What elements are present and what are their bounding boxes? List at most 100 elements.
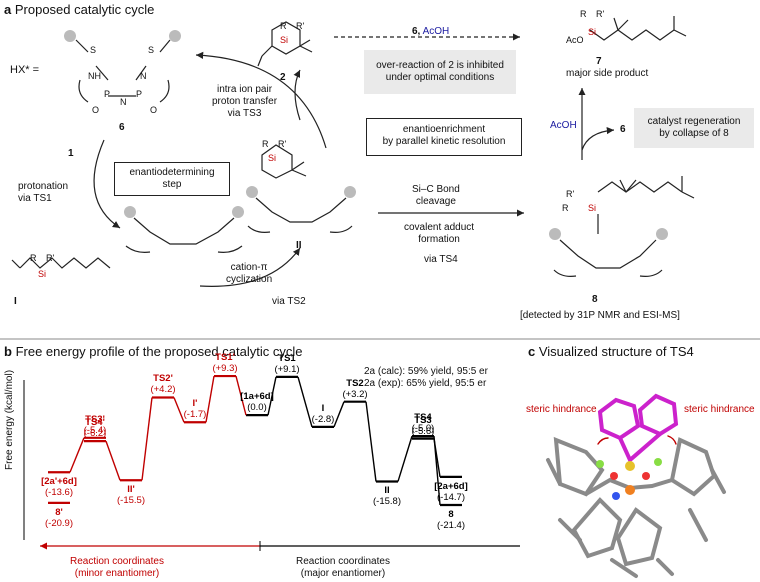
cat6-P-right: P xyxy=(136,89,143,99)
connector-TS2'-I' xyxy=(173,397,185,423)
cat6-P-left: P xyxy=(104,89,111,99)
compound-1-label: 1 xyxy=(68,148,74,159)
cmpd8-Rp: R' xyxy=(566,189,575,199)
connector-II'-TS2' xyxy=(141,397,153,481)
catalyst-6-structure xyxy=(64,30,181,103)
cat6-O-right: O xyxy=(150,105,158,115)
cmpd2-R: R xyxy=(280,21,287,31)
panel-c-label: c xyxy=(528,344,536,359)
minor-level-label-0: [2a'+6d](-13.6) xyxy=(41,476,77,499)
major-axis-line2: (major enantiomer) xyxy=(300,568,386,579)
cat6-N-mid: N xyxy=(120,97,127,107)
overreaction-box: over-reaction of 2 is inhibited under op… xyxy=(364,50,516,94)
catalyst-regen-line1: catalyst regeneration xyxy=(647,116,741,127)
steric-right-label: steric hindrance xyxy=(684,404,755,415)
nitrogen-atom xyxy=(612,492,620,500)
panel-b-label: b xyxy=(4,344,12,359)
ion-pair-I-catalyst xyxy=(124,206,244,253)
compound-8-label: 8 xyxy=(592,294,598,305)
compound-7-structure xyxy=(589,16,687,41)
covalent-adduct-label: covalent adduct formation xyxy=(404,222,474,246)
cmpd7-R: R xyxy=(580,9,587,19)
protonation-line1: protonation xyxy=(18,181,69,192)
hx-label: HX* = xyxy=(10,64,40,76)
cat6-S-right: S xyxy=(148,45,155,55)
minor-level-label-7: TS1'(+9.3) xyxy=(212,352,238,375)
connector-TS4-8 xyxy=(433,436,441,506)
via-ts4-label: via TS4 xyxy=(424,254,458,265)
major-level-label-3: TS2(+3.2) xyxy=(342,377,368,400)
minor-axis-line2: (minor enantiomer) xyxy=(74,568,160,579)
cmpd7-Rp: R' xyxy=(596,9,605,19)
compound-2-structure xyxy=(257,21,313,67)
cat6-N: N xyxy=(140,71,147,81)
catalyst-regen-line2: by collapse of 8 xyxy=(659,128,729,139)
panel-c-title: c Visualized structure of TS4 xyxy=(528,344,694,359)
minor-level-label-2: TS3'(-5.4) xyxy=(83,413,107,436)
compound-2-label: 2 xyxy=(280,72,286,83)
phosphorus-atom xyxy=(625,485,635,495)
overreaction-line1: over-reaction of 2 is inhibited xyxy=(376,60,504,71)
cmpd7-AcO: AcO xyxy=(566,35,584,45)
intermediate-I-label: I xyxy=(14,296,17,307)
compound-8-structure xyxy=(549,176,695,277)
panel-a-label: a xyxy=(4,2,12,17)
intermediate-I-structure xyxy=(11,257,111,269)
minor-level-label-4: II'(-15.5) xyxy=(117,484,145,507)
enantiodetermining-box: enantiodetermining step xyxy=(114,162,230,196)
compound-7-label: 7 xyxy=(596,56,602,67)
intermediate-II-label: II xyxy=(296,240,302,251)
connector-I'-TS1' xyxy=(205,375,215,423)
intra-ion-line1: intra ion pair xyxy=(217,84,273,95)
overreaction-line2: under optimal conditions xyxy=(385,72,495,83)
int-I-Rp: R' xyxy=(46,253,55,263)
compound-6-label: 6 xyxy=(119,122,125,133)
sulfur-atom xyxy=(625,461,635,471)
catalyst-regeneration-box: catalyst regeneration by collapse of 8 xyxy=(634,108,754,148)
cmpd8-Si: Si xyxy=(588,203,597,213)
cat6-O-left: O xyxy=(92,105,100,115)
cycle-arrows xyxy=(93,33,615,287)
int-I-R: R xyxy=(30,253,37,263)
major-level-label-6: TS3(-5.6) xyxy=(411,414,435,437)
protonation-line2: via TS1 xyxy=(18,193,52,204)
panel-b-title: b Free energy profile of the proposed ca… xyxy=(4,344,302,359)
connector-I-TS2 xyxy=(333,401,345,428)
connector-[2a'+6d]-TS3' xyxy=(69,437,85,473)
major-level-label-2: I(-2.8) xyxy=(311,402,335,425)
intra-ion-line2: proton transfer xyxy=(212,96,278,107)
major-axis-line1: Reaction coordinates xyxy=(296,556,390,567)
connector-TS1-I xyxy=(297,376,313,428)
fluorine-atom xyxy=(596,460,604,468)
covalent-adduct-line1: covalent adduct xyxy=(404,222,475,233)
intra-ion-line3: via TS3 xyxy=(227,108,262,119)
enantiodetermining-line2: step xyxy=(162,179,182,190)
acoh-right-label: AcOH xyxy=(550,120,577,131)
sic-cleavage-label: Si–C Bond cleavage xyxy=(412,184,460,208)
intII-R: R xyxy=(262,139,269,149)
oxygen-atom xyxy=(610,472,618,480)
major-level-label-4: II(-15.8) xyxy=(373,485,401,508)
panel-b-title-text: Free energy profile of the proposed cata… xyxy=(15,344,303,359)
major-level-label-5: TS4(-5.0) xyxy=(411,412,435,435)
cation-pi-line2: cyclization xyxy=(226,274,273,285)
calc-line: 2a (calc): 59% yield, 95:5 er xyxy=(364,366,488,377)
connector-II-TS4 xyxy=(397,435,413,482)
fluorine-atom-2 xyxy=(654,458,662,466)
detected-label: [detected by 31P NMR and ESI-MS] xyxy=(520,310,680,321)
major-level-label-8: 8(-21.4) xyxy=(437,509,465,531)
panel-c-title-text: Visualized structure of TS4 xyxy=(538,344,694,359)
cmpd2-Si: Si xyxy=(280,35,289,45)
protonation-label: protonation via TS1 xyxy=(18,181,68,205)
top-arrow-6: 6, xyxy=(412,26,421,37)
enantioenrichment-box: enantioenrichment by parallel kinetic re… xyxy=(366,118,522,156)
top-arrow-acoh: AcOH xyxy=(422,26,450,37)
minor-level-label-6: I'(-1.7) xyxy=(183,398,207,421)
oxygen-atom-2 xyxy=(642,472,650,480)
sic-cleavage-line2: cleavage xyxy=(415,196,456,207)
connector-junction xyxy=(235,375,247,416)
covalent-adduct-line2: formation xyxy=(418,234,460,245)
